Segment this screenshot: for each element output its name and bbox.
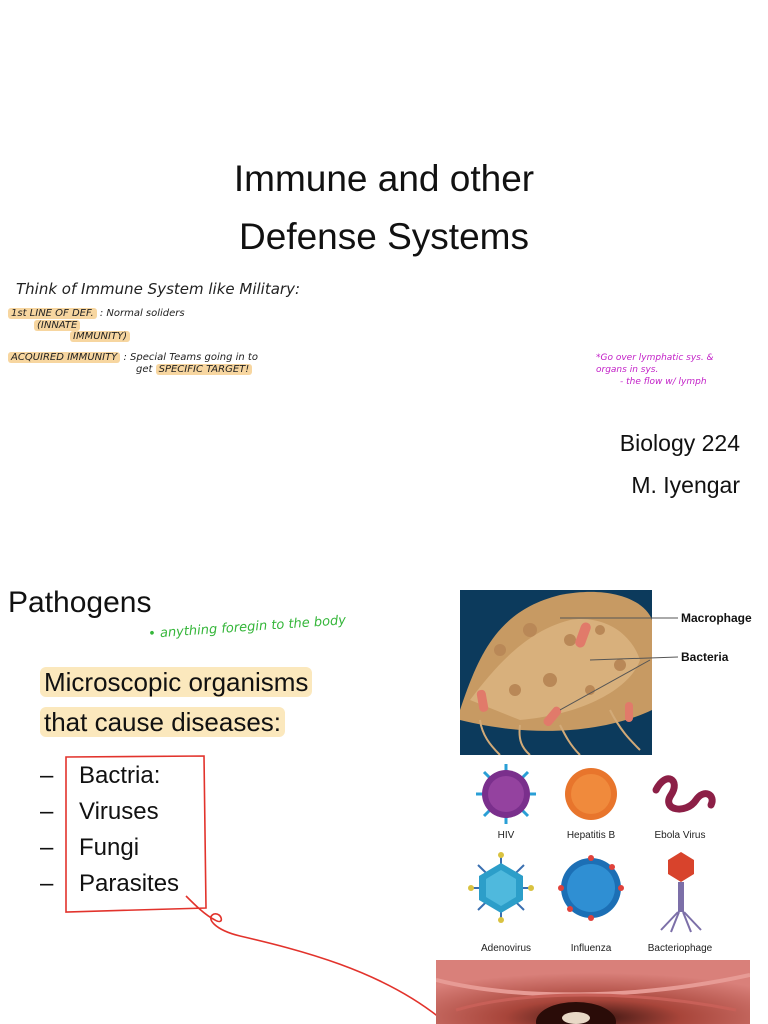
virus-label-hiv: HIV	[497, 830, 515, 841]
note-military: Think of Immune System like Military:	[16, 280, 301, 298]
note-specific-target: get SPECIFIC TARGET!	[136, 364, 253, 375]
note-normal-soldiers: : Normal soliders	[99, 308, 185, 319]
hepatitis-b-icon	[565, 768, 617, 820]
definition-line2: that cause diseases:	[40, 707, 286, 737]
note-innate: (INNATE	[34, 320, 81, 331]
note-immunity: IMMUNITY)	[70, 331, 131, 342]
macrophage-label: Macrophage	[681, 611, 752, 625]
tissue-photo	[436, 960, 750, 1024]
definition: Microscopic organisms that cause disease…	[40, 662, 313, 742]
highlight-first-line: 1st LINE OF DEF.	[8, 308, 97, 319]
virus-collage	[468, 764, 716, 933]
pathogens-title: Pathogens	[8, 586, 152, 619]
instructor-name: M. Iyengar	[631, 472, 740, 498]
highlight-specific-target: SPECIFIC TARGET!	[155, 364, 253, 375]
list-item: –Parasites	[40, 870, 180, 897]
virus-label-bacteriophage: Bacteriophage	[647, 943, 713, 954]
hiv-icon	[476, 764, 536, 824]
virus-label-ebola: Ebola Virus	[654, 830, 706, 841]
virus-label-hepatitis-b: Hepatitis B	[566, 830, 616, 841]
bacteria-label: Bacteria	[681, 650, 729, 664]
macrophage-callout-lines	[560, 617, 679, 711]
virus-label-adenovirus: Adenovirus	[480, 943, 532, 954]
macrophage-image	[460, 590, 652, 755]
slide-title-line1: Immune and other	[233, 158, 535, 199]
definition-line1: Microscopic organisms	[40, 667, 313, 697]
list-item: –Viruses	[40, 798, 159, 825]
list-item: –Bactria:	[40, 762, 161, 789]
influenza-icon	[558, 855, 624, 921]
slide-title-line2: Defense Systems	[239, 216, 529, 257]
ebola-icon	[652, 775, 716, 813]
course-name: Biology 224	[619, 430, 740, 456]
highlight-acquired: ACQUIRED IMMUNITY	[8, 352, 121, 363]
note-first-line: 1st LINE OF DEF. : Normal soliders	[8, 308, 185, 319]
list-item: –Fungi	[40, 834, 140, 861]
note-acquired: ACQUIRED IMMUNITY : Special Teams going …	[8, 352, 258, 363]
virus-label-influenza: Influenza	[570, 943, 612, 954]
bacteriophage-icon	[660, 852, 702, 933]
pink-note: *Go over lymphatic sys. & organs in sys.…	[596, 353, 714, 387]
note-special-teams: : Special Teams going in to	[123, 352, 258, 363]
adenovirus-icon	[468, 852, 534, 923]
